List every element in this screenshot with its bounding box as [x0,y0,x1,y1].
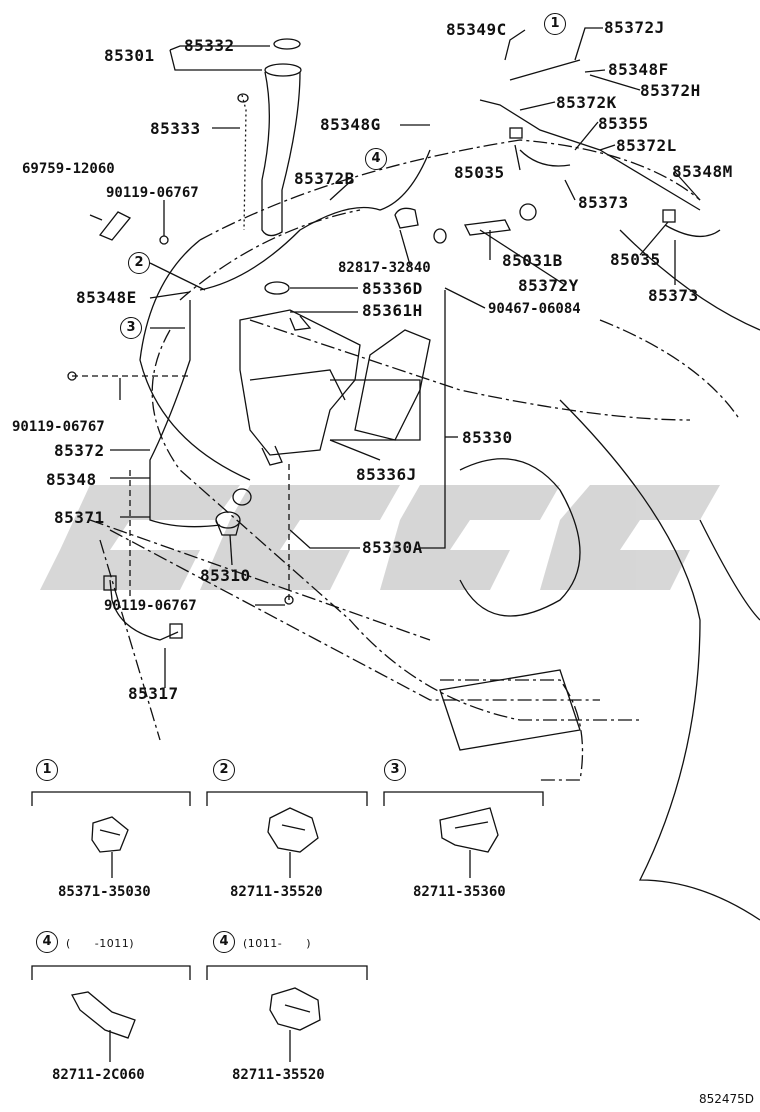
part-label-85348f: 85348F [608,60,669,79]
part-label-85336d: 85336D [362,279,423,298]
grommet [264,281,290,295]
caution-label [98,211,132,241]
detail-3-part-number: 82711-35360 [413,884,506,900]
bolt [159,235,169,245]
part-label-90119-06767-bottom: 90119-06767 [104,598,197,614]
part-label-85348g: 85348G [320,115,381,134]
grommet [232,488,252,506]
part-label-90467-06084: 90467-06084 [488,301,581,317]
leader-lines [72,27,701,688]
clip [394,207,419,229]
grommet [433,228,447,244]
vehicle-body-outline [89,139,741,781]
part-label-85031b: 85031B [502,251,563,270]
detail-4b-callout: 4 [213,931,235,953]
detail-4a-callout: 4 [36,931,58,953]
part-label-85372l: 85372L [616,136,677,155]
detail-4b-part-number: 82711-35520 [232,1067,325,1083]
part-label-85336j: 85336J [356,465,417,484]
headlamp-nozzle [464,203,537,236]
callout-1: 1 [544,13,566,35]
callout-3: 3 [120,317,142,339]
detail-4a-part [71,991,136,1062]
figure-number: 852475D [698,1092,754,1106]
part-label-85333: 85333 [150,119,201,138]
part-label-85035-right: 85035 [610,250,661,269]
nozzle [662,209,676,223]
detail-4b-note: (1011- ) [243,937,312,950]
watermark [40,485,720,590]
detail-2-part [267,807,319,878]
part-label-85301: 85301 [104,46,155,65]
detail-2-callout: 2 [213,759,235,781]
hoses [149,59,721,528]
part-label-85372j: 85372J [604,18,665,37]
washer-tank [239,309,361,466]
part-label-85348e: 85348E [76,288,137,307]
part-label-85310: 85310 [200,566,251,585]
vehicle-body-solid [139,229,760,921]
detail-1-part-number: 85371-35030 [58,884,151,900]
part-label-85332: 85332 [184,36,235,55]
wire-harness [103,575,183,641]
part-label-85035-top: 85035 [454,163,505,182]
part-label-85373-right: 85373 [648,286,699,305]
part-label-85348m: 85348M [672,162,733,181]
part-label-90119-06767-left: 90119-06767 [12,419,105,435]
detail-3-part [439,807,499,878]
detail-1-part [91,816,129,878]
detail-2-part-number: 82711-35520 [230,884,323,900]
detail-4a-note: ( -1011) [66,937,135,950]
detail-4a-part-number: 82711-2C060 [52,1067,145,1083]
part-label-85361h: 85361H [362,301,423,320]
callout-2: 2 [128,252,150,274]
nozzle [509,127,523,139]
part-label-69759-12060: 69759-12060 [22,161,115,177]
detail-3-callout: 3 [384,759,406,781]
dipstick [237,93,249,231]
detail-brackets [31,791,544,980]
splash-shield [354,329,431,441]
part-label-85371: 85371 [54,508,105,527]
part-label-85372b: 85372B [294,169,355,188]
part-label-82817-32840: 82817-32840 [338,260,431,276]
part-label-85372k: 85372K [556,93,617,112]
part-label-85348: 85348 [46,470,97,489]
part-label-85372h: 85372H [640,81,701,100]
part-label-85373-top: 85373 [578,193,629,212]
detail-1-callout: 1 [36,759,58,781]
filler-neck [261,38,302,237]
part-label-85330a: 85330A [362,538,423,557]
part-label-85372y: 85372Y [518,276,579,295]
pump-motor [215,511,241,536]
part-label-85355: 85355 [598,114,649,133]
part-label-85330: 85330 [462,428,513,447]
part-label-90119-06767-top: 90119-06767 [106,185,199,201]
part-label-85349c: 85349C [446,20,507,39]
part-label-85372: 85372 [54,441,105,460]
detail-4b-part [269,987,321,1062]
part-label-85317: 85317 [128,684,179,703]
callout-4: 4 [365,148,387,170]
